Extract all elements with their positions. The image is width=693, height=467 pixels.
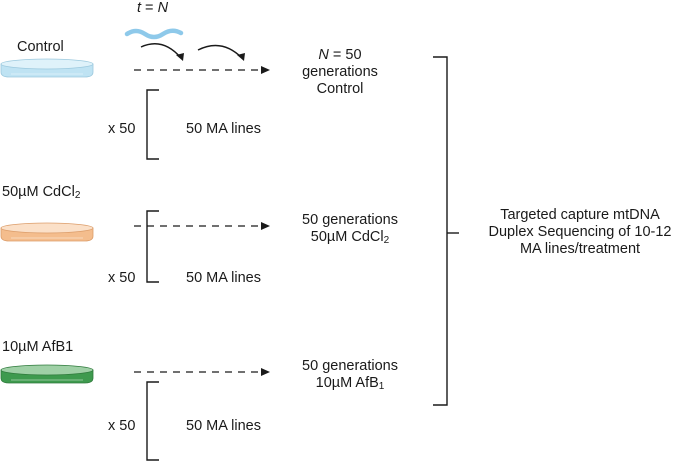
outcome-line: 50µM CdCl2: [270, 229, 430, 246]
text-part: x 50: [108, 270, 136, 286]
final-step-line: Targeted capture mtDNA: [500, 207, 660, 223]
final-step-line: MA lines/treatment: [519, 241, 641, 257]
outcome-line: 10µM AfB1: [270, 375, 430, 392]
text-part: =: [141, 0, 158, 16]
dish-rim: [0, 58, 94, 70]
ma-lines-control: 50 MA lines: [186, 121, 261, 138]
text-part: generations: [302, 64, 378, 80]
ma-bracket: [146, 210, 159, 283]
outcome-line: N = 50: [270, 47, 410, 64]
line-count-cdcl2: x 50: [108, 270, 135, 287]
text-part: 50 generations: [302, 358, 398, 374]
worm: [124, 28, 184, 40]
subscript: 2: [383, 235, 390, 246]
time-label: t = N: [137, 0, 168, 17]
line-count-afb1: x 50: [108, 418, 135, 435]
text-part: 50 MA lines: [186, 121, 261, 137]
arrow-head: [261, 66, 270, 74]
ma-bracket: [146, 89, 159, 160]
text-part: 50 MA lines: [186, 418, 261, 434]
ma-lines-afb1: 50 MA lines: [186, 418, 261, 435]
outcome-line: Control: [270, 81, 410, 98]
text-part: 50µM CdCl: [2, 184, 75, 200]
text-part: x 50: [108, 418, 136, 434]
petri-dish: [0, 364, 94, 384]
text-part: Control: [17, 39, 64, 55]
arrow-head: [261, 222, 270, 230]
transfer-arrow-2: [197, 44, 243, 59]
arrow-head: [237, 53, 245, 61]
text-part: 50µM CdCl: [310, 229, 384, 245]
outcome-line: generations: [270, 64, 410, 81]
line-count-control: x 50: [108, 121, 135, 138]
final-step-line: Duplex Sequencing of 10-12: [488, 224, 672, 240]
dish-label-cdcl2: 50µM CdCl2: [2, 184, 80, 201]
text-part: Control: [316, 81, 364, 97]
outcome-line: 50 generations: [270, 212, 430, 229]
summary-bracket: [433, 56, 448, 406]
arrow-head: [261, 368, 270, 376]
outcome-line: 50 generations: [270, 358, 430, 375]
text-part: x 50: [108, 121, 136, 137]
petri-dish: [0, 222, 94, 242]
text-part: t: [137, 0, 142, 16]
dish-label-afb1: 10µM AfB1: [2, 339, 73, 356]
text-part: 10µM AfB1: [2, 339, 74, 355]
ma-lines-cdcl2: 50 MA lines: [186, 270, 261, 287]
subscript: 1: [378, 381, 385, 392]
dish-rim: [0, 364, 94, 376]
text-part: N: [318, 47, 329, 63]
text-part: N: [157, 0, 169, 16]
text-part: 50 generations: [302, 212, 398, 228]
petri-dish: [0, 58, 94, 78]
text-part: 10µM AfB: [315, 375, 379, 391]
dish-rim: [0, 222, 94, 234]
text-part: = 50: [328, 47, 362, 63]
transfer-arrow-1: [140, 43, 182, 59]
text-part: 50 MA lines: [186, 270, 261, 286]
subscript: 2: [74, 190, 81, 201]
arrow-head: [176, 53, 184, 61]
ma-bracket: [146, 381, 159, 461]
dish-label-control: Control: [17, 39, 64, 56]
